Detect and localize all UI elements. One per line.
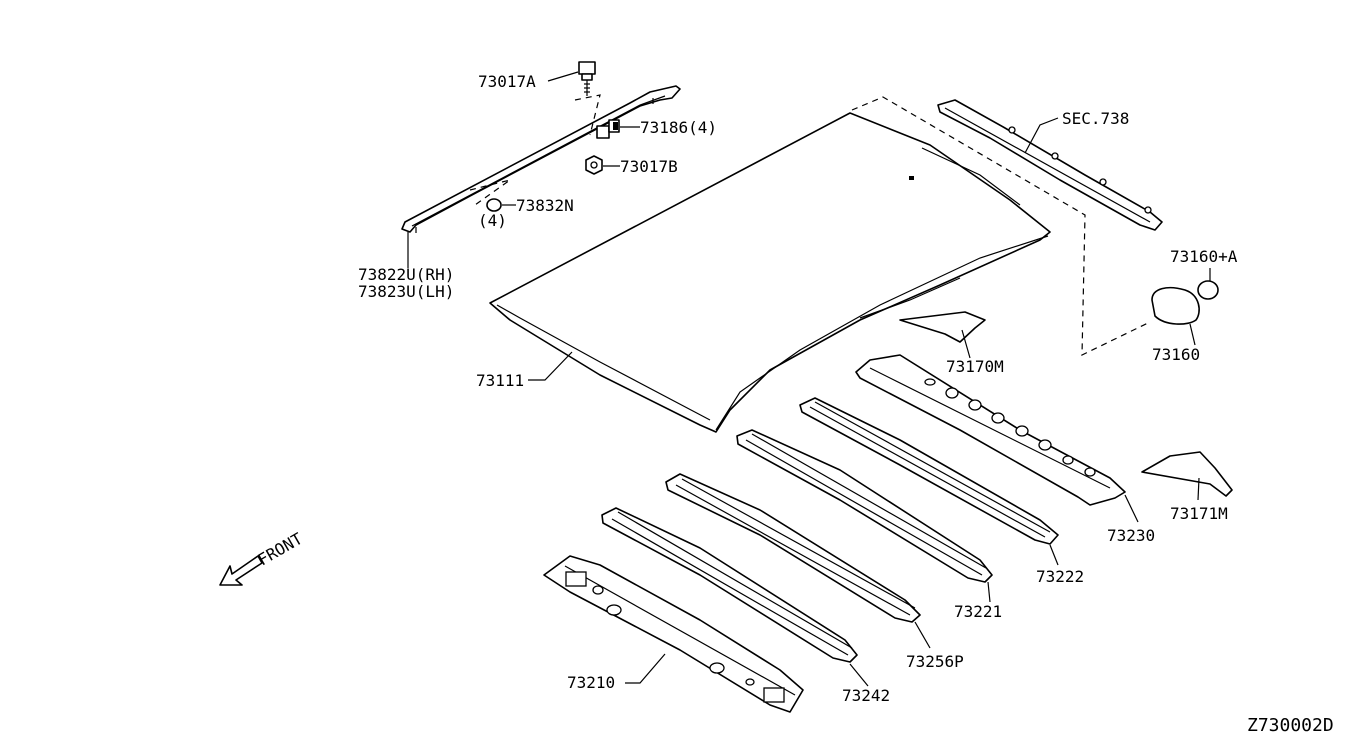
label-73017a: 73017A — [478, 72, 536, 91]
bolt-73017a[interactable] — [578, 61, 596, 96]
label-73171m: 73171M — [1170, 504, 1228, 523]
pad-73171m[interactable] — [1141, 451, 1233, 497]
sec-738-rail[interactable] — [937, 99, 1163, 231]
clip-73186[interactable] — [596, 119, 620, 139]
roof-molding[interactable] — [401, 85, 681, 238]
label-73221: 73221 — [954, 602, 1002, 621]
label-73160a: 73160+A — [1170, 247, 1238, 266]
label-73832n: 73832N — [516, 196, 574, 215]
label-73230: 73230 — [1107, 526, 1155, 545]
roof-bow-73242[interactable] — [601, 507, 858, 663]
label-73832n-qty: (4) — [478, 211, 507, 230]
diagram-id: Z730002D — [1247, 715, 1334, 736]
label-73210: 73210 — [567, 673, 615, 692]
rear-rail-73230[interactable] — [855, 354, 1126, 506]
roof-panel-73111[interactable] — [489, 112, 1051, 433]
front-label: FRONT — [255, 529, 307, 570]
seal-73160a[interactable] — [1197, 280, 1219, 300]
label-73256p: 73256P — [906, 652, 964, 671]
label-73186: 73186(4) — [640, 118, 717, 137]
label-sec-738: SEC.738 — [1062, 109, 1129, 128]
label-73822u-rh: 73822U(RH) — [358, 265, 454, 284]
roof-dash-outline — [851, 96, 1151, 356]
roof-bow-73256p[interactable] — [665, 473, 921, 623]
label-73170m: 73170M — [946, 357, 1004, 376]
label-73823u-lh: 73823U(LH) — [358, 282, 454, 301]
pad-73170m[interactable] — [899, 311, 986, 343]
front-rail-73210[interactable] — [543, 555, 804, 713]
grommet-73832n[interactable] — [486, 198, 502, 212]
label-73111: 73111 — [476, 371, 524, 390]
molding-dash-line — [469, 179, 511, 206]
front-direction-arrow — [219, 555, 263, 586]
leader-lines — [407, 71, 1211, 687]
nut-73017b[interactable] — [585, 155, 603, 175]
clip-dash-line — [574, 94, 601, 136]
roof-bow-73221[interactable] — [736, 429, 993, 583]
label-73160: 73160 — [1152, 345, 1200, 364]
label-73222: 73222 — [1036, 567, 1084, 586]
seal-73160[interactable] — [1151, 286, 1200, 325]
label-73242: 73242 — [842, 686, 890, 705]
roof-bow-73222[interactable] — [799, 397, 1059, 545]
label-73017b: 73017B — [620, 157, 678, 176]
